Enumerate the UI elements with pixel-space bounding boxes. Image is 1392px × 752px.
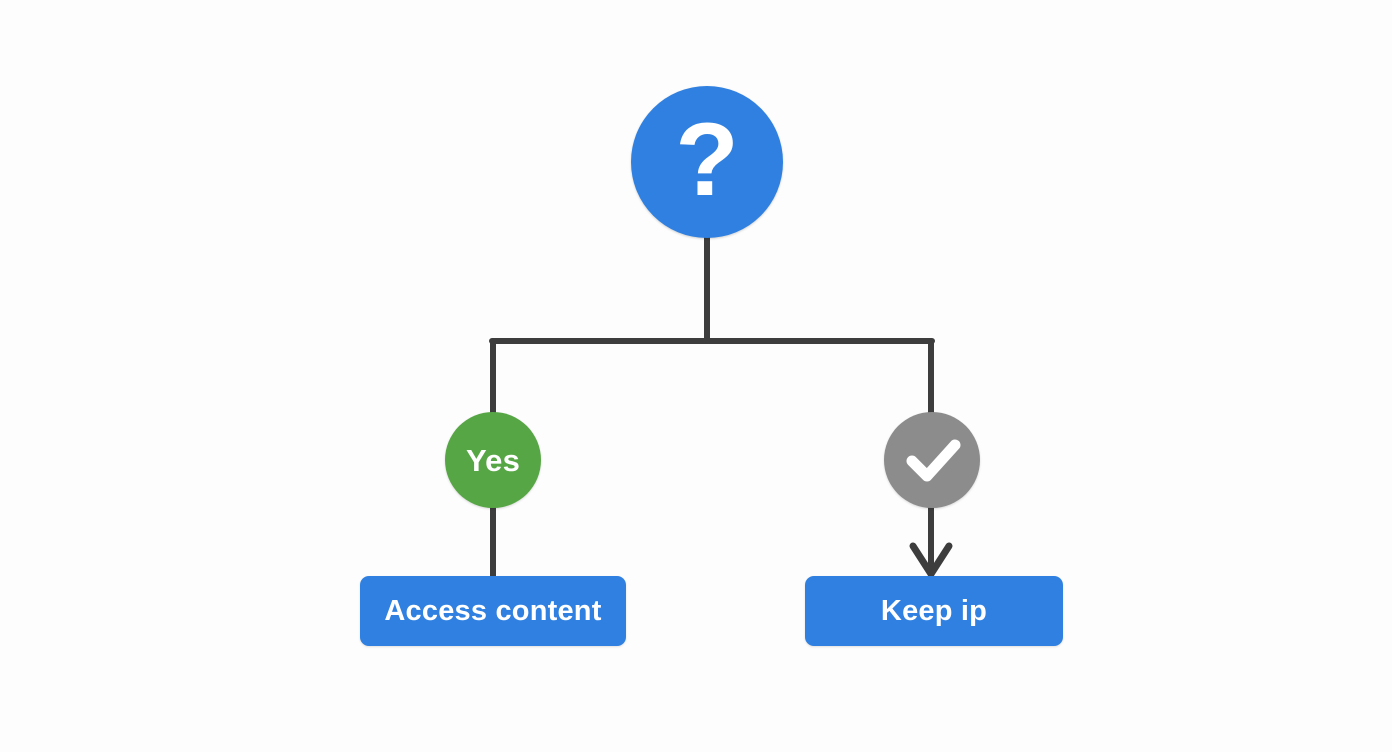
outcome-node-keep-ip[interactable]: Keep ip (805, 576, 1063, 646)
branch-node-yes-label: Yes (465, 442, 521, 478)
outcome-node-keep-ip-label: Keep ip (880, 594, 988, 627)
arrowhead-icon (909, 542, 953, 578)
outcome-node-access-content-label: Access content (384, 594, 602, 627)
decision-node-question[interactable]: ? ? (631, 86, 783, 238)
outcome-node-access-content[interactable]: Access content (360, 576, 626, 646)
branch-node-check[interactable] (884, 412, 980, 508)
question-mark-icon: ? (675, 102, 739, 218)
svg-text:?: ? (675, 102, 739, 218)
check-mark-icon (906, 439, 961, 482)
branch-node-yes[interactable]: Yes (445, 412, 541, 508)
